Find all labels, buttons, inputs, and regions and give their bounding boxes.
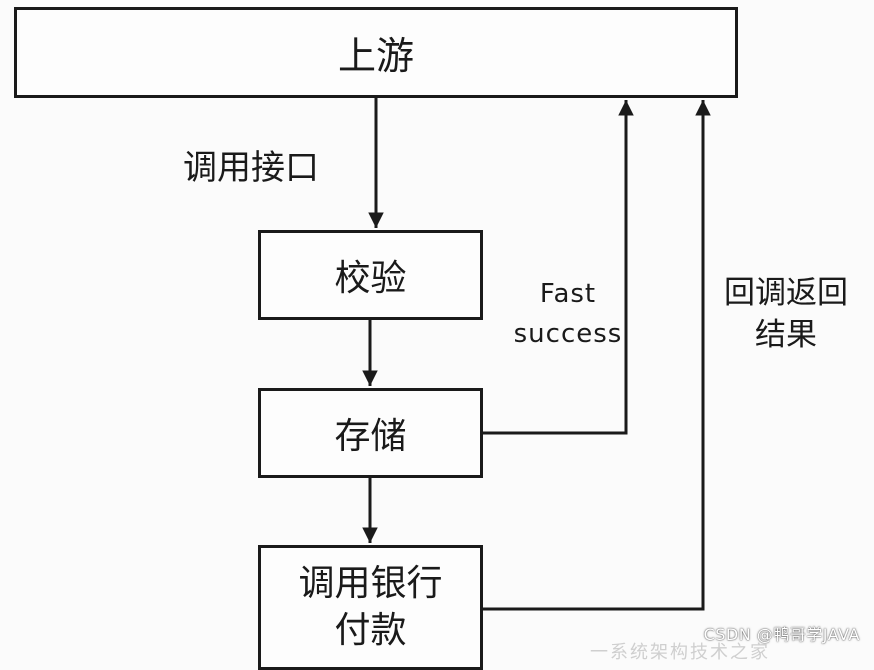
node-upstream: 上游 xyxy=(14,7,738,98)
diagram-connectors xyxy=(362,98,711,611)
edge-label-callback-line2: 结果 xyxy=(755,317,817,353)
node-store-label: 存储 xyxy=(334,416,407,457)
node-pay-label-line2: 付款 xyxy=(334,610,407,651)
flow-diagram: 上游 校验 存储 调用银行 付款 调用接口 Fast success 回调返回 … xyxy=(14,7,860,670)
edge-label-callback: 回调返回 结果 xyxy=(718,272,854,356)
edge-label-callback-line1: 回调返回 xyxy=(724,275,848,311)
edge-label-fast-success: Fast success xyxy=(512,274,624,354)
csdn-watermark: CSDN @鸭哥学JAVA xyxy=(703,625,860,644)
edge-label-fast-line2: success xyxy=(513,319,623,349)
edge-label-call-api: 调用接口 xyxy=(183,148,319,188)
node-pay-label-line1: 调用银行 xyxy=(298,563,443,604)
node-validate-label: 校验 xyxy=(334,258,407,299)
node-upstream-label: 上游 xyxy=(337,34,414,78)
node-call-bank-payment: 调用银行 付款 xyxy=(258,545,483,670)
arrow-store-fast-success xyxy=(483,100,634,435)
arrow-pay-callback xyxy=(483,100,711,611)
edge-label-fast-line1: Fast xyxy=(539,279,597,309)
node-store: 存储 xyxy=(258,388,483,478)
node-validate: 校验 xyxy=(258,230,483,320)
